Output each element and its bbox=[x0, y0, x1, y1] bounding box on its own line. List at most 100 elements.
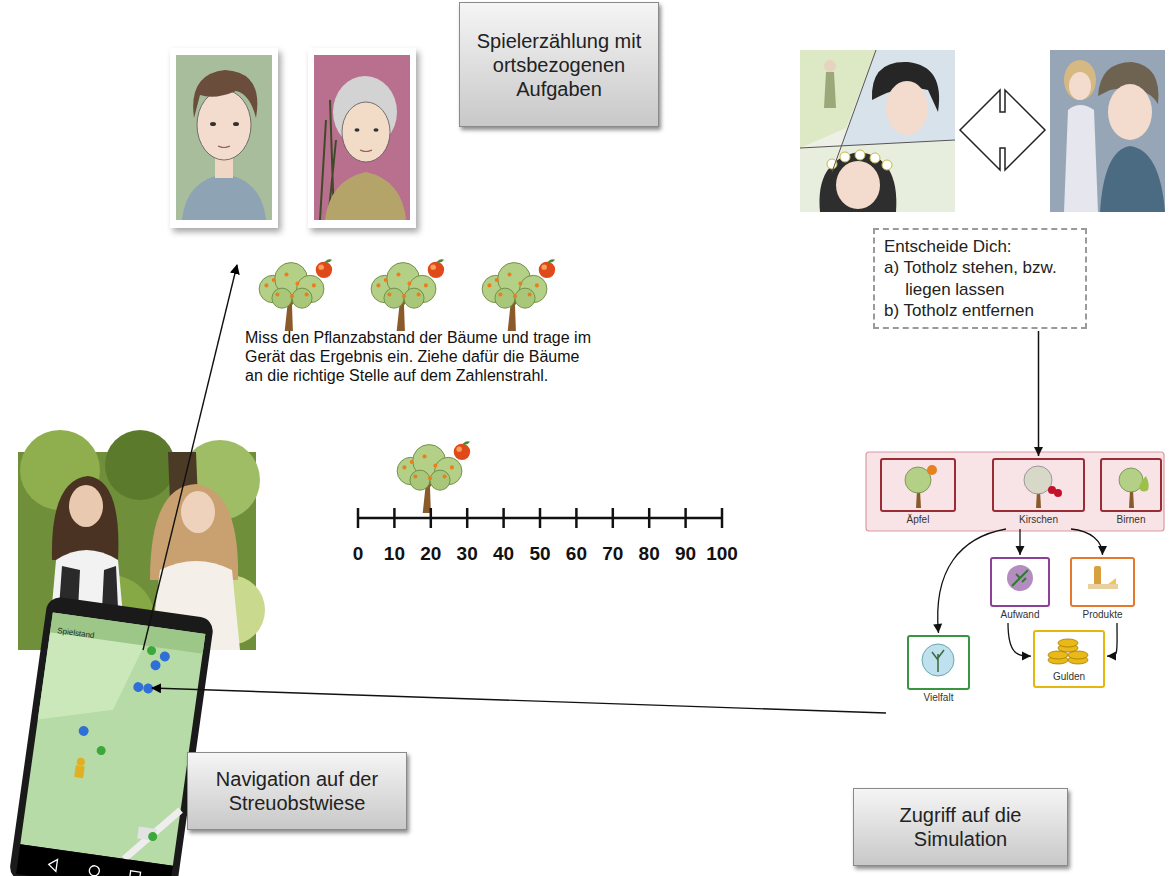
phone-map-part bbox=[20, 612, 205, 865]
phone-map-part-part bbox=[150, 660, 161, 671]
connector-arrow bbox=[1016, 529, 1025, 555]
number-line-part bbox=[393, 508, 396, 528]
icon-frame bbox=[1070, 557, 1135, 607]
box-text-wrap: Zugriff auf die Simulation bbox=[864, 803, 1057, 851]
decision-box: Entscheide Dich:a) Totholz stehen, bzw. … bbox=[873, 228, 1087, 329]
boy-portrait-part bbox=[210, 122, 216, 126]
icon-frame bbox=[907, 635, 970, 690]
number-line bbox=[358, 508, 722, 528]
modern-characters-part bbox=[1064, 60, 1096, 100]
axis-number: 0 bbox=[336, 543, 380, 565]
character-collage-part-part bbox=[882, 160, 892, 170]
simulation-icons-part bbox=[927, 465, 937, 475]
phone-map-part-part bbox=[133, 681, 144, 692]
character-collage-part-part bbox=[870, 153, 880, 163]
phone-map-part bbox=[38, 632, 144, 732]
icon-frame bbox=[880, 458, 956, 512]
fruit-box: Birnen bbox=[1100, 458, 1162, 526]
apple-trees-part bbox=[482, 259, 555, 331]
fruit-band bbox=[866, 452, 1164, 531]
character-collage-part-part bbox=[827, 159, 837, 169]
modern-characters bbox=[1050, 50, 1165, 212]
simulation-icons-part bbox=[1088, 584, 1118, 589]
arrow-head bbox=[1107, 652, 1116, 661]
phone-map-part bbox=[85, 640, 183, 841]
character-collage-part bbox=[836, 161, 880, 209]
character-collage-part bbox=[800, 140, 955, 212]
boy-portrait-part bbox=[233, 122, 239, 126]
phone-map-part-part bbox=[96, 745, 106, 755]
axis-number: 20 bbox=[409, 543, 453, 565]
apple-trees-part bbox=[259, 259, 332, 331]
boy-portrait-part bbox=[182, 174, 266, 220]
simulation-icons-part bbox=[932, 650, 944, 672]
simulation-icons-part bbox=[1012, 570, 1028, 586]
axis-number: 50 bbox=[518, 543, 562, 565]
modern-characters-part bbox=[1069, 72, 1091, 100]
phone-map-part bbox=[124, 803, 180, 865]
boy-portrait-part bbox=[176, 55, 272, 220]
character-collage-part bbox=[819, 152, 896, 212]
connector-line bbox=[1107, 623, 1117, 656]
woman-portrait-part bbox=[314, 55, 410, 220]
modern-characters-part bbox=[1108, 84, 1152, 140]
axis-number: 90 bbox=[664, 543, 708, 565]
phone-map-part bbox=[89, 865, 100, 876]
axis-number: 80 bbox=[627, 543, 671, 565]
decision-option: b) Totholz entfernen bbox=[884, 300, 1077, 321]
modern-characters-part bbox=[1100, 146, 1165, 212]
character-collage-part bbox=[824, 72, 836, 108]
photo-girls bbox=[18, 430, 265, 665]
box-label: Aufwand bbox=[990, 609, 1050, 621]
boy-portrait-part bbox=[170, 48, 278, 228]
arrow-head bbox=[1022, 652, 1031, 661]
connector-arrow bbox=[1034, 331, 1043, 456]
fruit-band-part bbox=[866, 452, 1164, 531]
connector-arrow bbox=[1107, 623, 1117, 661]
character-collage bbox=[800, 50, 955, 212]
icon-frame bbox=[990, 557, 1050, 607]
axis-number: 60 bbox=[554, 543, 598, 565]
axis-number: 30 bbox=[445, 543, 489, 565]
axis-number: 70 bbox=[591, 543, 635, 565]
number-line-part bbox=[539, 508, 542, 528]
boy-portrait-part bbox=[197, 90, 251, 160]
character-collage-part bbox=[800, 140, 955, 148]
box-label: Kirschen bbox=[992, 514, 1085, 526]
simulation-icons-part bbox=[1054, 489, 1062, 497]
modern-characters-part bbox=[1064, 105, 1098, 212]
box-label: Vielfalt bbox=[907, 692, 970, 704]
photo-girls-part bbox=[105, 430, 175, 500]
fruit-box: Äpfel bbox=[880, 458, 956, 526]
woman-portrait-part bbox=[360, 150, 372, 152]
phone-map-part bbox=[16, 844, 173, 876]
arrow-head bbox=[933, 624, 942, 633]
connector-line bbox=[1008, 623, 1031, 656]
box-text-wrap: Spielerzählung mit ortsbezogenen Aufgabe… bbox=[470, 29, 648, 101]
connector-arrow bbox=[933, 529, 1006, 633]
boy-portrait-part bbox=[193, 70, 257, 118]
woman-portrait-part bbox=[342, 102, 390, 162]
phone-map-part bbox=[76, 757, 85, 766]
connector-arrow bbox=[1071, 529, 1107, 555]
simulation-icons-part bbox=[1129, 490, 1134, 508]
number-line-part bbox=[430, 508, 433, 528]
decision-heading: Entscheide Dich: bbox=[884, 236, 1077, 257]
phone-map-part bbox=[137, 827, 156, 841]
number-line-part bbox=[357, 508, 360, 528]
phone-map-part bbox=[74, 765, 85, 778]
phone-map-part-part bbox=[148, 831, 158, 841]
title-box: Zugriff auf die Simulation bbox=[853, 788, 1068, 866]
box-label: Produkte bbox=[1070, 609, 1135, 621]
number-line-part bbox=[648, 508, 651, 528]
title-box: Navigation auf der Streuobstwiese bbox=[187, 752, 407, 830]
box-label: Zugriff auf die Simulation bbox=[864, 803, 1057, 851]
phone-map-part bbox=[50, 612, 205, 653]
character-collage-part-part bbox=[855, 150, 865, 160]
screen-label: Spielstand bbox=[57, 626, 95, 640]
number-line-part bbox=[466, 508, 469, 528]
effort-box: Aufwand bbox=[990, 557, 1050, 621]
icon-frame bbox=[992, 458, 1085, 512]
simulation-icons-part bbox=[1024, 466, 1052, 494]
